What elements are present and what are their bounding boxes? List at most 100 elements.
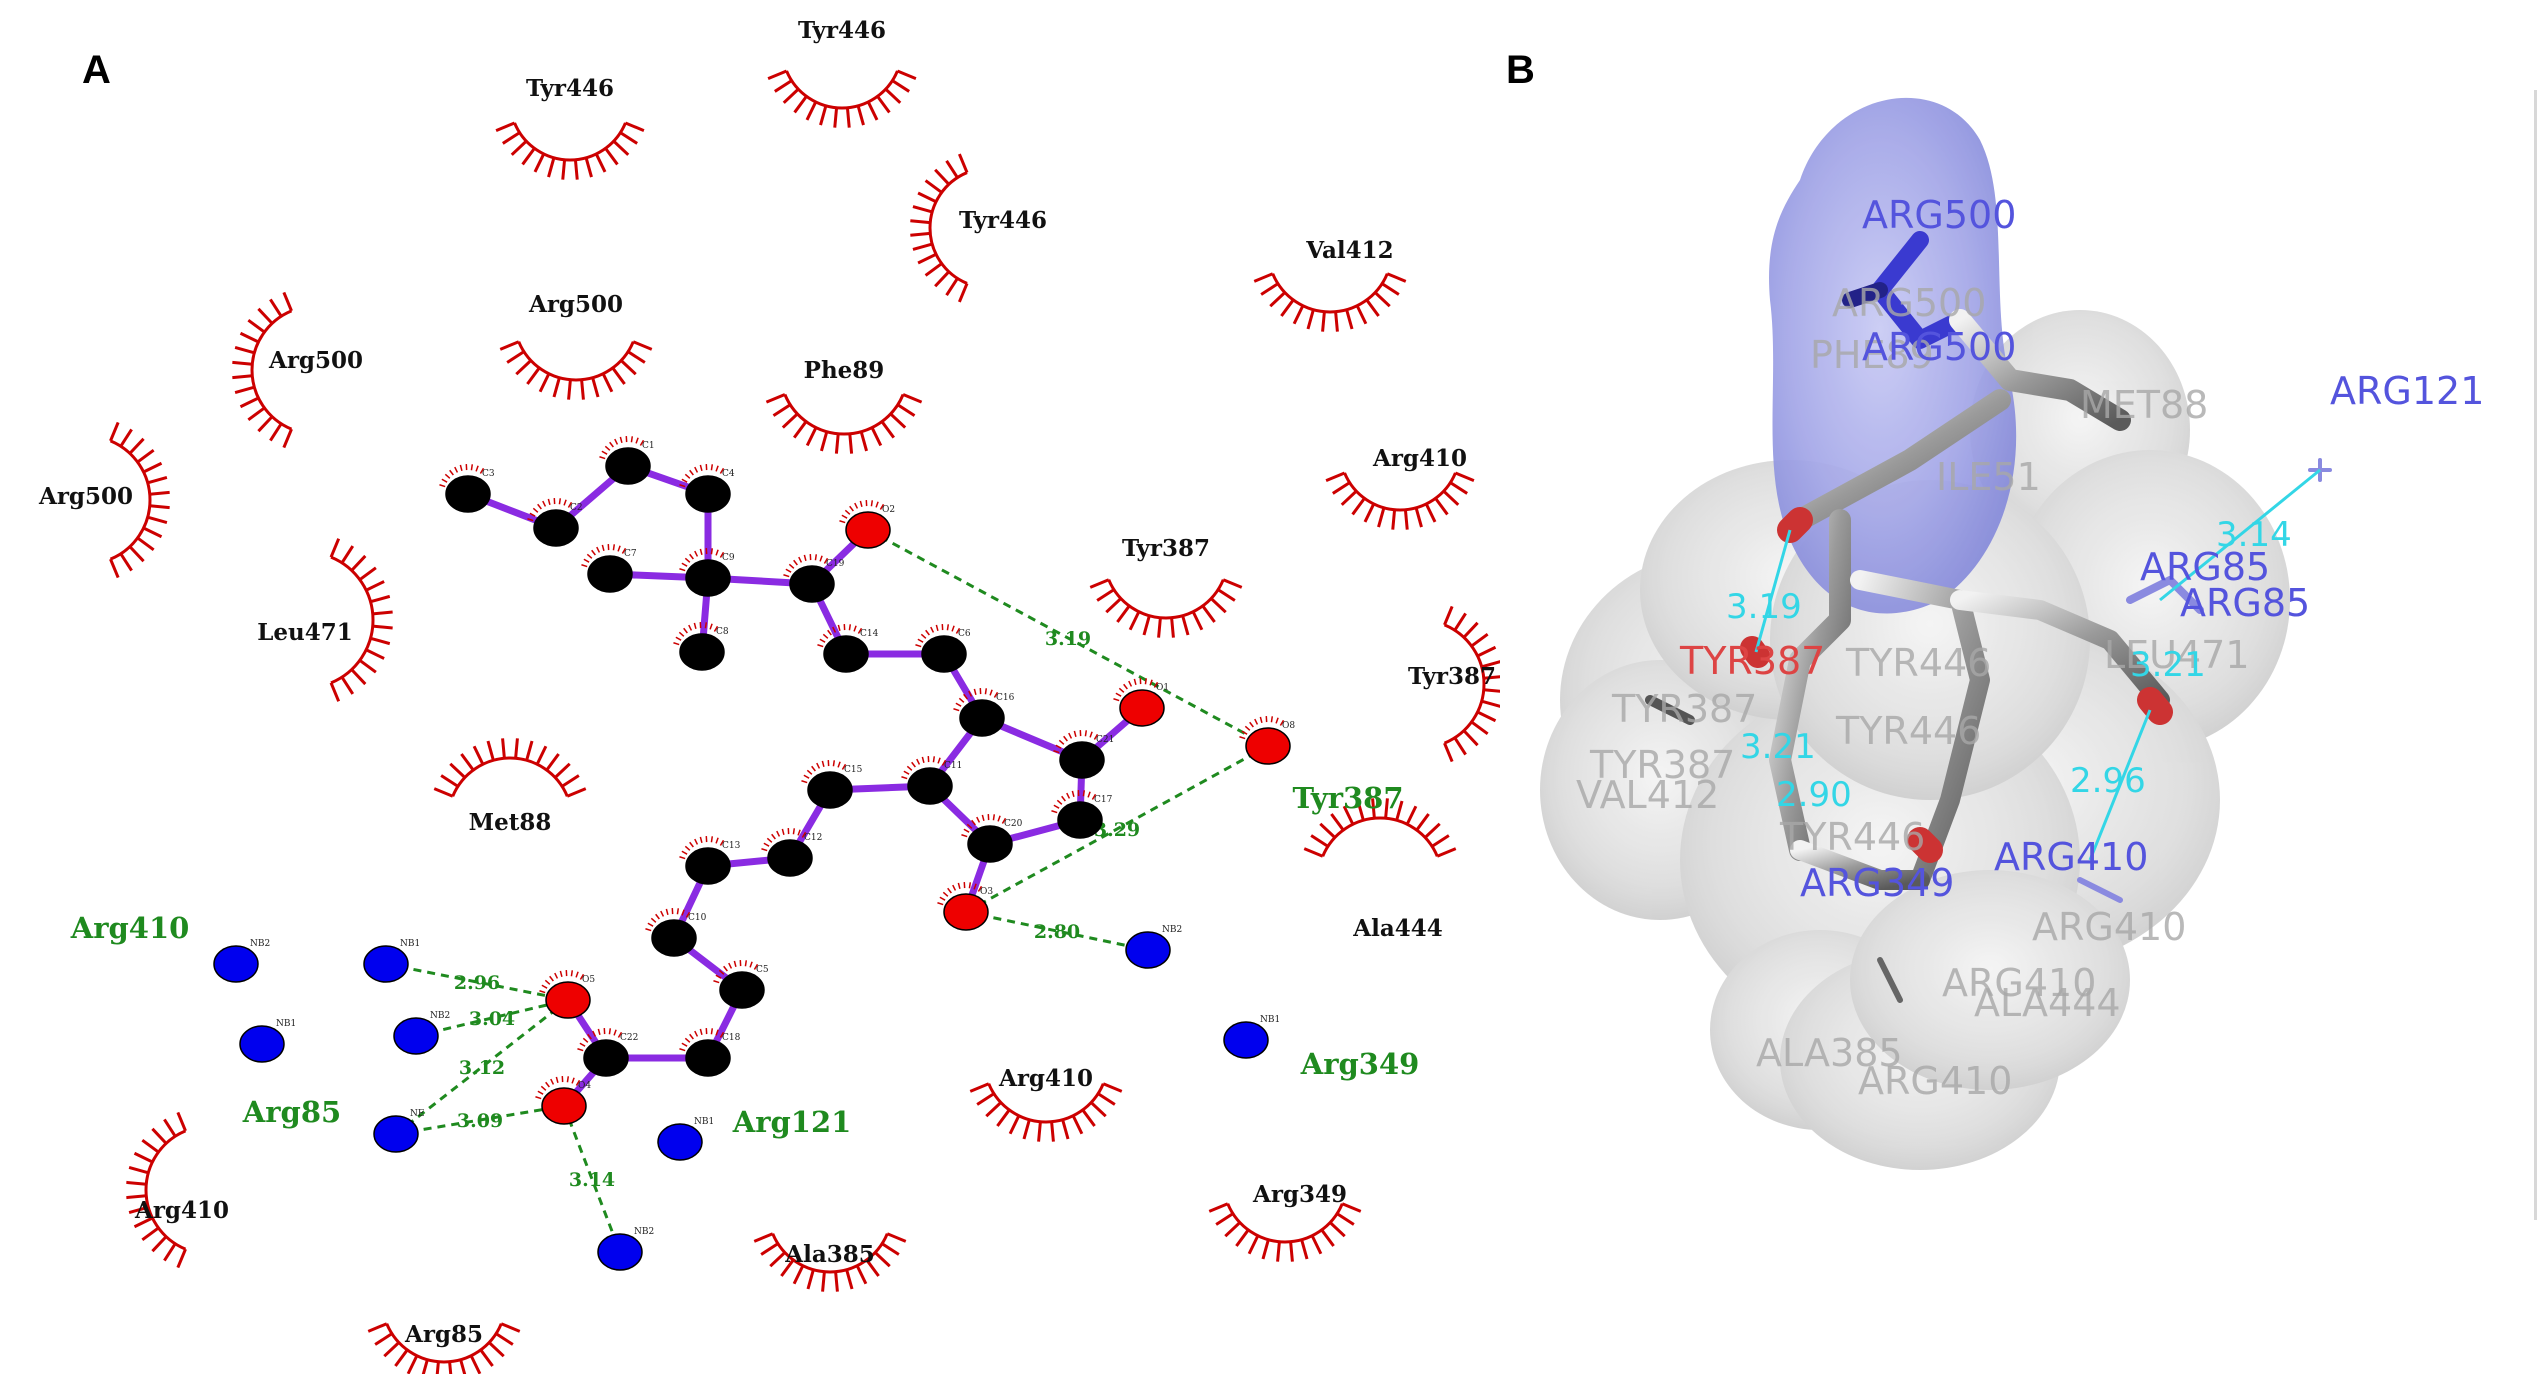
atom-label: NB1 (276, 1019, 296, 1029)
atom: C14 (817, 624, 878, 672)
residue-label-3d: MET88 (2080, 383, 2208, 427)
hbond-residue-label: Arg349 (1300, 1047, 1420, 1081)
atom-label: O4 (578, 1081, 591, 1091)
panel-divider (2534, 90, 2537, 1220)
atom: C21 (1053, 730, 1114, 778)
atom: NB1 (240, 1019, 296, 1062)
hbond-distance: 3.09 (457, 1110, 503, 1132)
atom-label: C4 (722, 469, 735, 479)
residue-label-3d: ARG85 (2180, 581, 2310, 625)
atom-label: O2 (882, 505, 895, 515)
hydrophobic-arc: Tyr446 (910, 154, 1047, 302)
atom-label: C7 (624, 549, 637, 559)
atom: NB1 (658, 1117, 714, 1160)
atom-label: C5 (756, 965, 769, 975)
atom-label: NB1 (694, 1117, 714, 1127)
residue-label: Tyr446 (959, 207, 1047, 234)
residue-label-3d: ARG500 (1862, 193, 2016, 237)
atom: C3 (439, 464, 494, 512)
hbond-residue-label: Arg85 (242, 1095, 341, 1129)
distance-label-3d: 3.19 (1726, 587, 1802, 627)
atom-label: NB2 (250, 939, 270, 949)
residue-label: Tyr387 (1122, 535, 1210, 562)
hydrophobic-arc: Arg410 (126, 1112, 229, 1267)
atom-label: C6 (958, 629, 971, 639)
panel-b: B (1500, 0, 2538, 1374)
hbond-residue-label: Arg410 (70, 911, 190, 945)
residue-label-3d: ARG410 (1858, 1059, 2012, 1103)
atom: O5 (539, 970, 595, 1018)
hydrophobic-arc: Arg349 (1209, 1181, 1361, 1262)
residue-label: Arg410 (134, 1197, 229, 1224)
atom: O1 (1113, 678, 1169, 726)
hydrophobic-arc: Phe89 (766, 357, 921, 454)
atom-label: O3 (980, 887, 993, 897)
atom: C15 (801, 760, 862, 808)
residue-label: Arg85 (404, 1321, 483, 1348)
atom: C22 (577, 1028, 638, 1076)
panel-label-a: A (82, 48, 111, 93)
residue-label-3d: TYR446 (1845, 641, 1991, 685)
residue-label: Arg500 (528, 291, 623, 318)
hydrophobic-arc: Arg410 (1326, 445, 1474, 530)
atom-label: C13 (722, 841, 741, 851)
atom: C5 (713, 960, 768, 1008)
atom: NB1 (364, 939, 420, 982)
atom-label: C17 (1094, 795, 1113, 805)
atom: O8 (1239, 716, 1295, 764)
hbond-distance: 2.96 (454, 972, 500, 994)
hydrophobic-arc: Leu471 (257, 539, 392, 702)
residue-label-3d: TYR446 (1835, 709, 1981, 753)
atom: NB2 (598, 1227, 654, 1270)
hbond-distance: 3.04 (469, 1008, 515, 1030)
atom-label: C15 (844, 765, 863, 775)
hydrophobic-arc: Tyr387 (1408, 606, 1500, 761)
distance-label-3d: 2.96 (2070, 761, 2146, 801)
residue-label: Ala385 (784, 1241, 875, 1268)
hydrophobic-arc: Arg85 (368, 1321, 520, 1374)
hydrophobic-arc: Ala444 (1304, 798, 1456, 942)
atom: C4 (679, 464, 734, 512)
hbond-distance: 3.12 (459, 1057, 505, 1079)
hbond-distance: 3.14 (569, 1169, 615, 1191)
hydrophobic-arc: Tyr446 (496, 75, 644, 180)
hydrophobic-arc: Arg410 (970, 1065, 1122, 1142)
residue-label: Leu471 (257, 619, 353, 646)
atom: C6 (915, 624, 970, 672)
distance-label-3d: 3.14 (2216, 515, 2292, 555)
atom-label: C1 (642, 441, 655, 451)
residue-label: Met88 (469, 809, 552, 836)
hbond-distance: 3.19 (1045, 628, 1091, 650)
atom: C19 (783, 554, 844, 602)
residue-label: Arg410 (998, 1065, 1093, 1092)
residue-label-3d: ALA444 (1974, 981, 2121, 1025)
hydrophobic-arc: Val412 (1254, 237, 1406, 332)
atom-label: NB1 (1260, 1015, 1280, 1025)
atom-label: O5 (582, 975, 595, 985)
atom-label: C12 (804, 833, 822, 843)
atom-label: C3 (482, 469, 495, 479)
atom: NB1 (1224, 1015, 1280, 1058)
atom-label: C21 (1096, 735, 1114, 745)
residue-label: Tyr446 (526, 75, 614, 102)
atom-label: C22 (620, 1033, 638, 1043)
distance-label-3d: 3.21 (2130, 645, 2206, 685)
residue-label-3d: VAL412 (1576, 773, 1719, 817)
residue-label-3d: ARG500 (1862, 325, 2016, 369)
residue-label-3d: TYR446 (1779, 815, 1925, 859)
atom: C18 (679, 1028, 740, 1076)
residue-label-3d: ILE51 (1936, 455, 2041, 499)
atom-label: C18 (722, 1033, 741, 1043)
atom: C1 (599, 436, 654, 484)
atom-label: C14 (860, 629, 879, 639)
hydrophobic-arc: Tyr446 (768, 17, 916, 128)
hydrophobic-arc: Tyr387 (1090, 535, 1242, 638)
residue-label: Phe89 (804, 357, 885, 384)
residue-label: Val412 (1305, 237, 1393, 264)
atom-label: NB1 (400, 939, 420, 949)
residue-label: Ala444 (1352, 915, 1443, 942)
